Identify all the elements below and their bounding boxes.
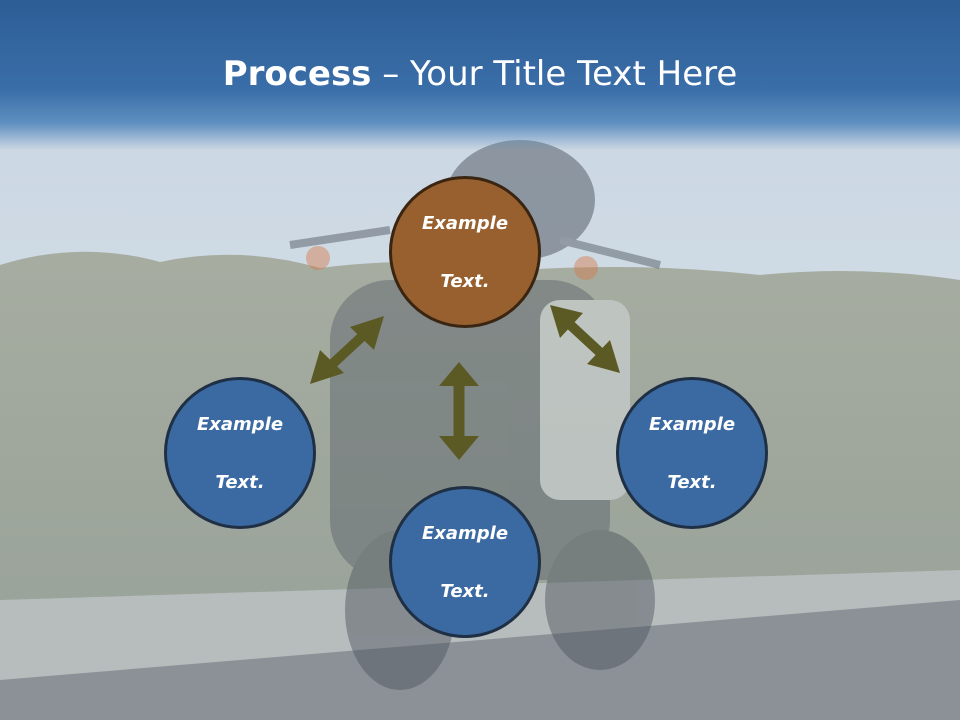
node-right-line2: Text. xyxy=(667,471,717,493)
node-left-line1: Example xyxy=(196,413,284,435)
arrow-top-right xyxy=(550,305,620,373)
node-left-line2: Text. xyxy=(215,471,265,493)
node-bottom-line2: Text. xyxy=(440,580,490,602)
slide-title: Process – Your Title Text Here xyxy=(0,52,960,96)
title-rest: – Your Title Text Here xyxy=(371,54,738,94)
node-right-line1: Example xyxy=(648,413,736,435)
node-bottom-line1: Example xyxy=(421,522,509,544)
node-center-line1: Example xyxy=(421,212,509,234)
node-center-line2: Text. xyxy=(440,270,490,292)
title-bold: Process xyxy=(222,54,372,94)
title-bar xyxy=(0,0,960,150)
motorcycle-silhouette xyxy=(289,140,661,690)
arrow-top-bottom xyxy=(439,362,479,460)
arrow-top-left xyxy=(310,316,384,384)
